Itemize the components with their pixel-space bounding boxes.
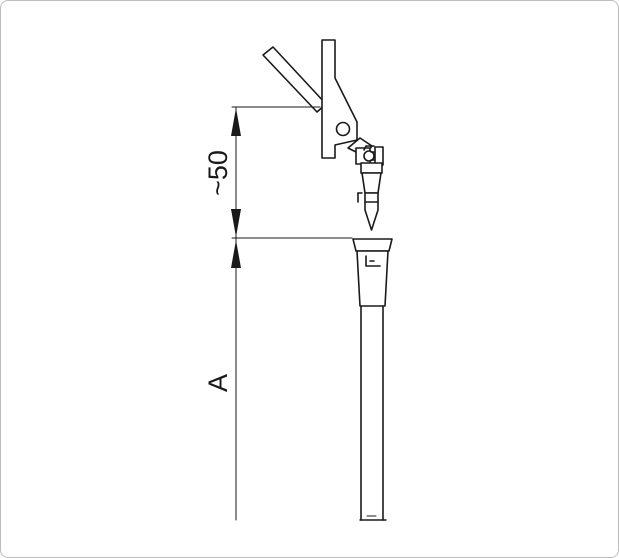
length-dimension-label: A (203, 374, 233, 392)
gap-dimension-label: ~50 (203, 150, 233, 196)
bracket-plate (321, 39, 358, 159)
lever-arm (262, 46, 327, 113)
arrow-up-icon (231, 108, 241, 136)
arrowheads (231, 108, 241, 268)
pivot-hole-icon (335, 121, 351, 137)
socket-rod (352, 238, 393, 521)
universal-joint (347, 137, 384, 166)
arrow-down-icon (231, 209, 241, 237)
arrow-up-icon (231, 240, 241, 268)
pointed-coupling (357, 162, 383, 231)
dimension-lines (231, 106, 353, 521)
